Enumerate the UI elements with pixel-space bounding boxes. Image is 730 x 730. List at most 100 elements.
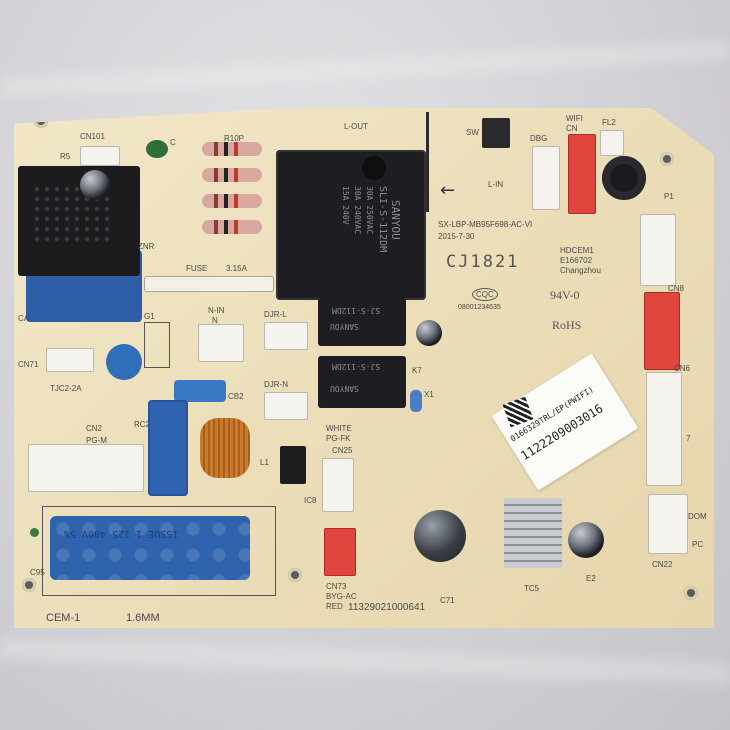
power-resistor <box>202 220 262 234</box>
power-resistor <box>202 168 262 182</box>
connector-n-in <box>198 324 244 362</box>
connector-djr-n <box>264 392 308 420</box>
label-pg-fk: PG-FK <box>326 434 351 443</box>
transformer <box>18 166 140 276</box>
ic-chip <box>280 446 306 484</box>
relay-brand: SANYOU <box>330 384 359 393</box>
label-cn73: CN73 <box>326 582 347 591</box>
relay-rating-1: 30A 250VAC <box>365 186 374 235</box>
label-cn22: CN22 <box>652 560 673 569</box>
relay-model: SJ-S-112DM <box>332 306 381 315</box>
connector-cn2 <box>28 444 144 492</box>
relay-rating-3: 15A 240V <box>341 186 350 225</box>
connector-djr-l <box>264 322 308 350</box>
label-c71: C71 <box>440 596 455 605</box>
label-cn25: CN25 <box>332 446 353 455</box>
tact-switch <box>482 118 510 148</box>
label-fuse: FUSE <box>186 264 208 273</box>
connector-cn101 <box>80 146 120 166</box>
ground-pad <box>30 528 39 537</box>
label-n-in: N-IN <box>208 306 225 315</box>
connector-cn6 <box>646 372 682 486</box>
connector-cn71 <box>46 348 94 372</box>
rohs-mark: RoHS <box>552 318 582 332</box>
flame-rating: 94V-0 <box>550 288 580 302</box>
label-sw: SW <box>466 128 479 137</box>
mounting-hole <box>288 568 302 582</box>
label-l-out: L-OUT <box>344 122 368 131</box>
relay-coil-cap <box>362 156 386 180</box>
electrolytic-capacitor <box>568 522 604 558</box>
ccc-mark: CQC <box>472 288 498 301</box>
relay-brand: SANYOU <box>330 322 359 331</box>
label-fl2: FL2 <box>602 118 616 127</box>
label-cn101: CN101 <box>80 132 105 141</box>
label-c: C <box>170 138 176 147</box>
label-dom: DOM <box>688 512 707 521</box>
connector-wifi <box>568 134 596 214</box>
main-relay: SANYOU SLI-S-112DM 30A 250VAC 30A 240VAC… <box>276 150 426 300</box>
cert-name: HDCEM1 <box>560 246 594 255</box>
connector-cn25 <box>322 458 354 512</box>
relay-brand: SANYOU <box>389 200 402 240</box>
label-cn2: CN2 <box>86 424 103 433</box>
label-r10p: R10P <box>224 134 245 143</box>
electrolytic-capacitor-large <box>414 510 466 562</box>
label-l-in: L-IN <box>488 180 504 189</box>
small-capacitor <box>174 380 226 402</box>
fuse <box>144 276 274 292</box>
relay-rating-2: 30A 240VAC <box>353 186 362 235</box>
mounting-hole <box>684 586 698 600</box>
board-id: SX-LBP-MB95F698-AC-VI <box>438 220 533 229</box>
mounting-hole <box>22 578 36 592</box>
outline-c95 <box>42 506 276 596</box>
label-tc5: TC5 <box>524 584 540 593</box>
connector-p1 <box>640 214 676 286</box>
arrow-l-in: ← <box>440 180 456 201</box>
label-wifi: WIFI <box>566 114 583 123</box>
relay-model: SJ-S-112DM <box>332 362 381 371</box>
crystal <box>410 390 422 412</box>
label-g1: G1 <box>144 312 155 321</box>
buzzer <box>602 156 646 200</box>
power-resistor <box>202 142 262 156</box>
disc-capacitor <box>106 344 142 380</box>
cloth-fold <box>0 637 730 685</box>
label-n: N <box>212 316 218 325</box>
label-djr-l: DJR-L <box>264 310 287 319</box>
relay-k1: SANYOU SJ-S-112DM <box>318 298 406 346</box>
board-date: 2015-7-30 <box>438 232 475 241</box>
relay-model: SLI-S-112DM <box>377 186 388 253</box>
cloth-fold <box>0 40 730 98</box>
green-component <box>146 140 168 158</box>
film-capacitor <box>148 400 188 496</box>
board-serial: 11329021000641 <box>348 602 426 613</box>
connector-dom <box>648 494 688 554</box>
label-pg-m: PG-M <box>86 436 107 445</box>
connector-fl2 <box>600 130 624 156</box>
label-znr: ZNR <box>138 242 155 251</box>
label-thickness: 1.6MM <box>126 612 160 624</box>
electrolytic-capacitor <box>416 320 442 346</box>
power-resistor <box>202 194 262 208</box>
label-p1: P1 <box>664 192 674 201</box>
label-byg: BYG-AC <box>326 592 357 601</box>
connector-dbg <box>532 146 560 210</box>
component-g1 <box>144 322 170 368</box>
label-cn71: CN71 <box>18 360 39 369</box>
connector-cn73 <box>324 528 356 576</box>
label-red: RED <box>326 602 343 611</box>
label-pc: PC <box>692 540 704 549</box>
label-cn8: CN8 <box>668 284 685 293</box>
label-e2: E2 <box>586 574 596 583</box>
cert-number: E166702 <box>560 256 593 265</box>
heatsink <box>504 498 562 568</box>
label-x1: X1 <box>424 390 434 399</box>
label-cb2: CB2 <box>228 392 244 401</box>
label-fuse-rating: 3.15A <box>226 264 247 273</box>
mounting-hole <box>660 152 674 166</box>
label-cn7: 7 <box>686 434 691 443</box>
toroid-inductor <box>200 418 250 478</box>
label-cem: CEM-1 <box>46 612 81 624</box>
wire-l-out <box>426 112 429 212</box>
